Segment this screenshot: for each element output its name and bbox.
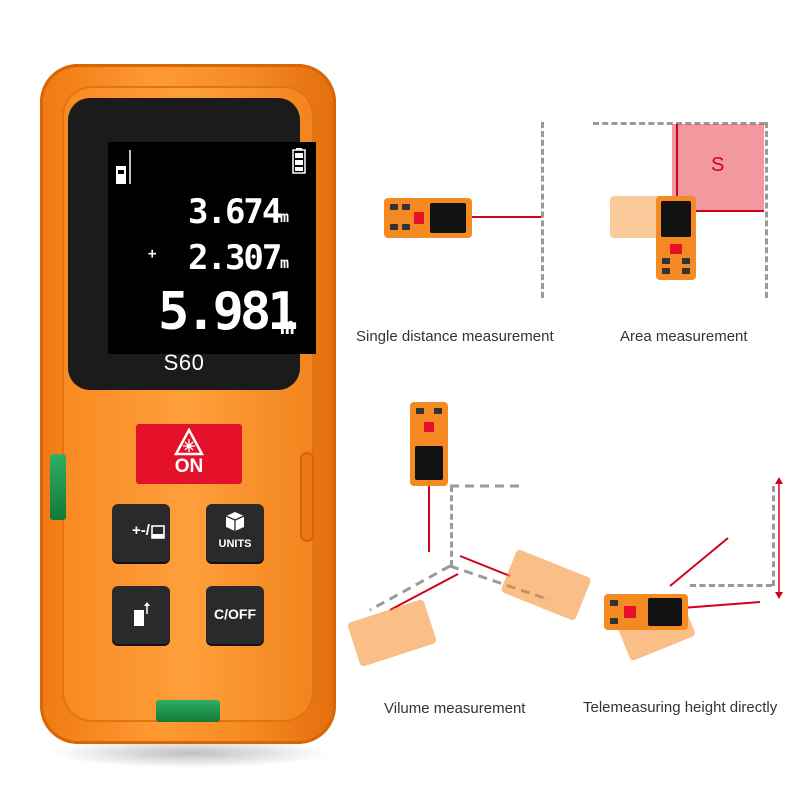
lcd-reading-total: 5.981 [158,282,299,342]
mini-screen-area [661,201,691,237]
laser-warning-icon [174,428,204,456]
laser-beam-single [472,216,542,218]
caption-single-distance: Single distance measurement [356,328,554,345]
on-laser-button[interactable]: ON [136,424,242,484]
lcd-unit-2: m [280,254,290,272]
lcd-reading-2: 2.307 [188,238,282,278]
area-right-edge [765,122,768,298]
caption-height: Telemeasuring height directly [583,699,778,716]
mini-screen-height [648,598,682,626]
height-beams [669,537,761,609]
volume-diagram [369,484,551,612]
mini-device-single [384,198,472,238]
target-wall-single [541,122,544,298]
units-label: UNITS [218,538,252,550]
mini-screen-volume [415,446,443,480]
screen-bezel: 3.674 m + 2.307 m 5.981 m S60 [68,98,316,390]
height-wall [772,486,775,586]
height-arrow-icon [775,477,783,599]
laser-beam-area-v [676,124,678,200]
reference-point-icon [134,602,150,626]
side-grip [300,452,314,542]
plus-minus-button[interactable]: +-/ [112,504,170,562]
side-bubble-level [50,454,66,520]
area-icon [151,525,165,539]
area-s-mark: S [711,154,725,176]
clear-off-label: C/OFF [214,606,256,622]
on-button-label: ON [174,456,204,477]
volume-edge-v [450,486,453,566]
area-square [672,124,764,210]
bottom-bubble-level [156,700,220,722]
lcd-unit-total: m [280,312,295,340]
laser-beam-volume-v [428,486,430,552]
model-label: S60 [163,350,205,375]
area-top-edge [593,122,765,125]
battery-icon [292,148,306,174]
measure-mode-button[interactable] [112,586,170,644]
lcd-plus-sign: + [148,246,157,262]
caption-area: Area measurement [620,328,748,345]
lcd-display: 3.674 m + 2.307 m 5.981 m [108,142,316,354]
lcd-reading-1: 3.674 [188,192,282,232]
mini-device-height [604,594,688,630]
clear-off-button[interactable]: C/OFF [206,586,264,644]
mini-device-area [656,196,696,280]
height-base-line [690,584,772,587]
laser-beam-area-h [696,210,764,212]
units-button[interactable]: UNITS [206,504,264,562]
plus-minus-label: +-/ [132,522,150,539]
measure-mode-icon [116,150,131,184]
cube-icon [225,512,245,531]
mini-screen-single [430,203,466,233]
caption-volume: Vilume measurement [384,700,526,717]
laser-meter-device: 3.674 m + 2.307 m 5.981 m S60 ON +-/ [40,64,336,744]
mini-device-volume-top [410,402,448,486]
lcd-unit-1: m [280,208,290,226]
